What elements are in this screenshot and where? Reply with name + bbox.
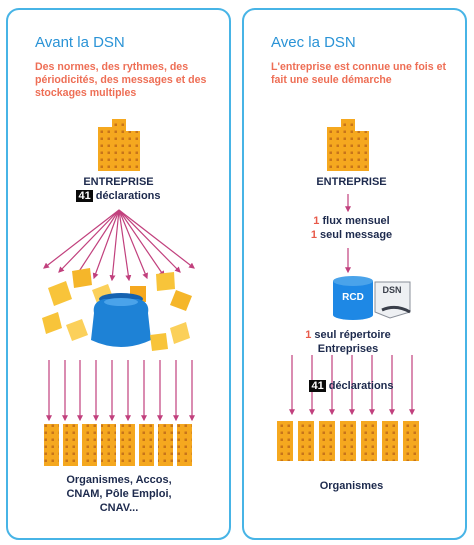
company-label: ENTREPRISE (83, 176, 154, 188)
flux-count: 1 (313, 215, 320, 227)
dsn-logo-icon (374, 281, 411, 319)
message-count: 1 (310, 229, 317, 241)
dsn-logo-text: DSN (382, 285, 402, 295)
panel-title: Avant la DSN (35, 34, 125, 51)
right-diagram (277, 119, 419, 461)
panel-before-dsn: Avant la DSN Des normes, des rythmes, de… (6, 8, 231, 540)
declarations-label: déclarations (328, 380, 394, 392)
building-icon (98, 119, 140, 171)
panel-title: Avec la DSN (271, 34, 356, 51)
message-line: 1 seul message (244, 229, 459, 241)
rcd-badge: RCD (342, 292, 364, 303)
building-icon (44, 424, 192, 466)
database-icon (333, 276, 373, 320)
message-label: seul message (320, 229, 393, 241)
building-icon (277, 421, 419, 461)
panel-subtitle: Des normes, des rythmes, des périodicité… (35, 61, 207, 99)
money-bag-icon (42, 268, 192, 351)
organisms-label: Organismes, Accos, CNAM, Pôle Emploi, CN… (66, 474, 172, 514)
panel-with-dsn: Avec la DSN L'entreprise est connue une … (242, 8, 467, 540)
panel-subtitle: L'entreprise est connue une fois et fait… (271, 61, 446, 86)
company-label: ENTREPRISE (316, 176, 387, 188)
repertoire-count: 1 (305, 329, 312, 341)
declarations-count: 41 (76, 190, 93, 202)
left-diagram (42, 119, 195, 466)
declarations-label: déclarations (95, 190, 161, 202)
repertoire-label: seul répertoire Entreprises (314, 329, 391, 355)
flux-label: flux mensuel (322, 215, 390, 227)
arrow-icon (43, 209, 195, 282)
repertoire-line: 1 seul répertoire Entreprises (284, 328, 412, 356)
organisms-label: Organismes (319, 480, 384, 492)
flux-line: 1 flux mensuel (244, 215, 459, 227)
arrow-icon (46, 360, 195, 422)
declarations-count: 41 (309, 380, 326, 392)
building-icon (327, 119, 369, 171)
